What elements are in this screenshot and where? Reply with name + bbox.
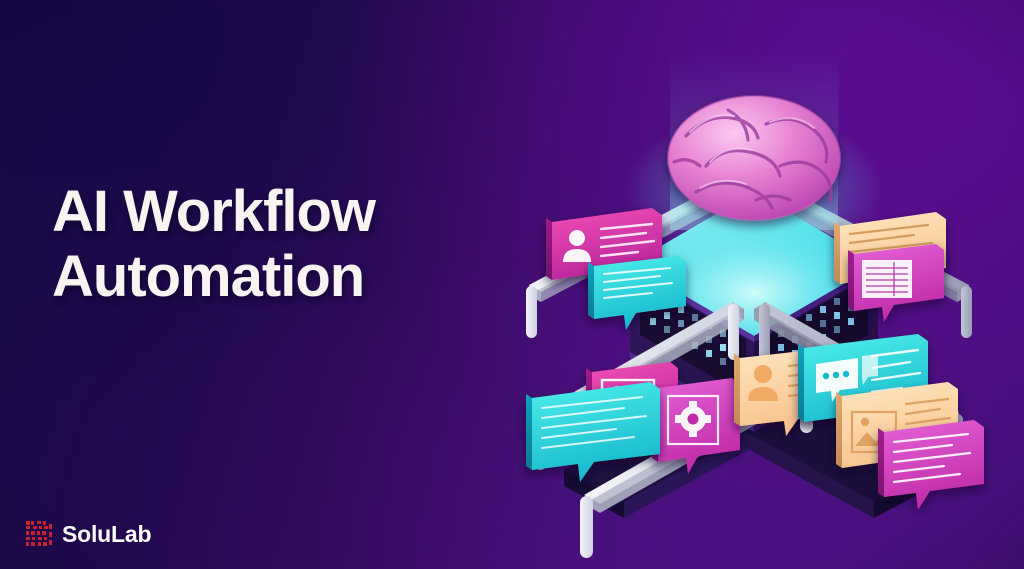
pixel-qr-mark-icon bbox=[26, 521, 52, 546]
text-lines-icon bbox=[599, 222, 656, 258]
bubble-text-cyan-lower bbox=[526, 382, 660, 482]
brain bbox=[667, 95, 841, 221]
illustration bbox=[474, 40, 1024, 560]
bubble-settings-pink bbox=[652, 378, 740, 474]
chat-dots-icon bbox=[816, 354, 878, 402]
gear-icon bbox=[666, 394, 720, 446]
bubble-text-magenta bbox=[878, 420, 984, 510]
page-title: AI Workflow Automation bbox=[52, 179, 522, 310]
page-title-line-2: Automation bbox=[52, 243, 365, 309]
user-icon bbox=[563, 230, 591, 262]
brand-name: SoluLab bbox=[62, 521, 152, 547]
brand-logo[interactable]: SoluLab bbox=[26, 521, 152, 548]
page-title-line-1: AI Workflow bbox=[52, 179, 376, 244]
bubble-user-magenta bbox=[546, 208, 662, 290]
bubble-text-cyan-upper bbox=[588, 256, 686, 330]
bubble-document-magenta bbox=[848, 244, 944, 322]
document-table-icon bbox=[862, 260, 912, 298]
user-icon bbox=[748, 365, 778, 401]
